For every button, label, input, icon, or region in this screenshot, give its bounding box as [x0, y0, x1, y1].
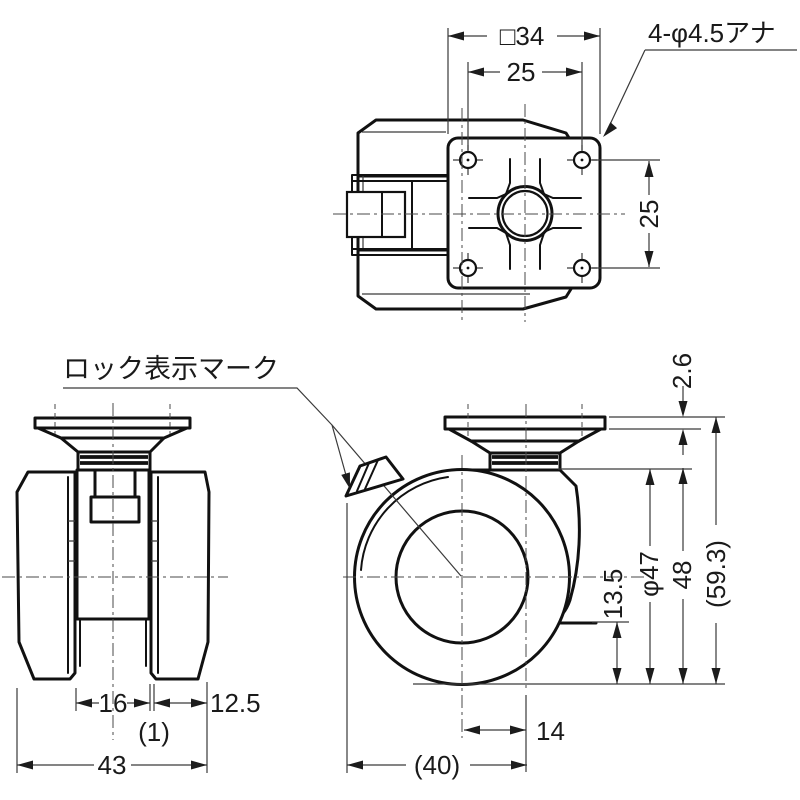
- dim-text-hole-pitch-v: 25: [634, 200, 664, 229]
- side-view-lock-pedal: [344, 455, 405, 498]
- dimension-hole-pitch-vertical: 25: [592, 159, 664, 269]
- dimension-wheel-diameter: φ47: [634, 469, 664, 684]
- dimension-body-clearance: 13.5: [598, 569, 628, 684]
- dim-text-mount-height: 48: [667, 561, 697, 590]
- dimension-overall-depth: (40): [347, 750, 527, 780]
- front-view-centerlines: [2, 403, 228, 740]
- dim-text-hole-pitch-h: 25: [507, 57, 536, 87]
- front-view-left-wheel: [15, 470, 77, 681]
- dim-text-overall-width: 43: [98, 750, 127, 780]
- dimension-hole-pitch-horizontal: 25: [467, 57, 583, 150]
- dim-text-wheel-diameter: φ47: [634, 551, 664, 597]
- callout-holes: 4-φ4.5アナ: [603, 18, 797, 137]
- dimension-plate-thickness: 2.6: [667, 353, 697, 455]
- lock-callout-label: ロック表示マーク: [63, 354, 279, 384]
- callout-lock-mark: ロック表示マーク: [63, 354, 350, 489]
- side-view-mounting-plate: [443, 415, 607, 431]
- top-view-lock-bracket: [345, 174, 449, 256]
- dimension-mount-height: 48: [667, 468, 697, 684]
- side-view: ロック表示マーク 2.6 13.5 φ47: [63, 353, 731, 780]
- side-view-wheel-rim-arc: [360, 476, 449, 571]
- dimension-overall-width: 43: [16, 688, 207, 780]
- dimension-overall-height: (59.3): [701, 417, 731, 684]
- side-view-centerlines: [343, 404, 648, 738]
- side-view-stem: [447, 427, 603, 472]
- front-view: 16 12.5 (1) 43: [2, 403, 261, 780]
- side-view-radius-line: [331, 424, 462, 577]
- front-view-right-wheel: [149, 470, 211, 681]
- dim-text-wheel-width: 12.5: [210, 688, 261, 718]
- dimension-wheel-width: 12.5: [153, 682, 261, 773]
- front-view-wheel-ticks: [68, 520, 158, 562]
- dim-text-overall-depth: (40): [414, 750, 460, 780]
- front-view-wheel-rim-lines: [67, 476, 159, 674]
- top-view-centerlines: [333, 104, 625, 322]
- dim-text-inner-width: 16: [99, 688, 128, 718]
- dim-text-swivel-offset: 14: [536, 716, 565, 746]
- side-view-extension-lines: [346, 416, 725, 773]
- dimension-inner-width: 16: [75, 684, 151, 718]
- top-view: □34 25 25 4-φ4.5アナ: [333, 18, 797, 322]
- dimension-plate-size: □34: [447, 21, 601, 134]
- dim-text-gap: (1): [138, 717, 170, 747]
- dimension-swivel-offset: 14: [464, 716, 565, 746]
- top-view-mounting-holes: [453, 145, 597, 283]
- dim-text-body-clearance: 13.5: [598, 569, 628, 620]
- dim-text-plate-thickness: 2.6: [667, 353, 697, 389]
- holes-callout-label: 4-φ4.5アナ: [648, 18, 776, 48]
- dim-text-overall-height: (59.3): [701, 540, 731, 608]
- dim-text-plate-size: □34: [500, 21, 545, 51]
